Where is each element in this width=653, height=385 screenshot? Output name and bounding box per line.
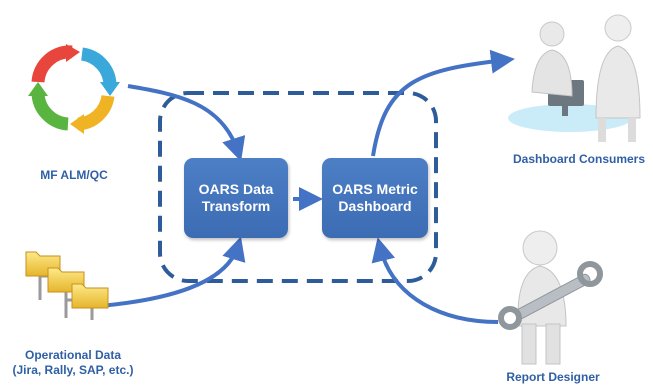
label-report-designer: Report Designer — [506, 370, 600, 384]
people-at-computer-icon — [508, 14, 641, 142]
person-with-wrench-icon — [498, 230, 603, 365]
label-operational-data: Operational Data (Jira, Rally, SAP, etc.… — [12, 348, 134, 377]
label-mf-alm-qc: MF ALM/QC — [40, 168, 108, 182]
arrow-designer-to-dashboard — [371, 237, 499, 324]
system-boundary — [158, 91, 438, 283]
recycle-arrows-icon — [28, 44, 120, 134]
node-oars-metric-dashboard: OARS Metric Dashboard — [322, 158, 428, 238]
folder-tree-icon — [25, 251, 109, 320]
arrow-dashboard-to-consumers — [371, 49, 515, 157]
node-oars-data-transform: OARS Data Transform — [184, 158, 288, 238]
label-dashboard-consumers: Dashboard Consumers — [512, 152, 646, 166]
arrow-operational-to-transform — [99, 236, 246, 308]
arrow-alm-to-transform — [127, 84, 246, 162]
